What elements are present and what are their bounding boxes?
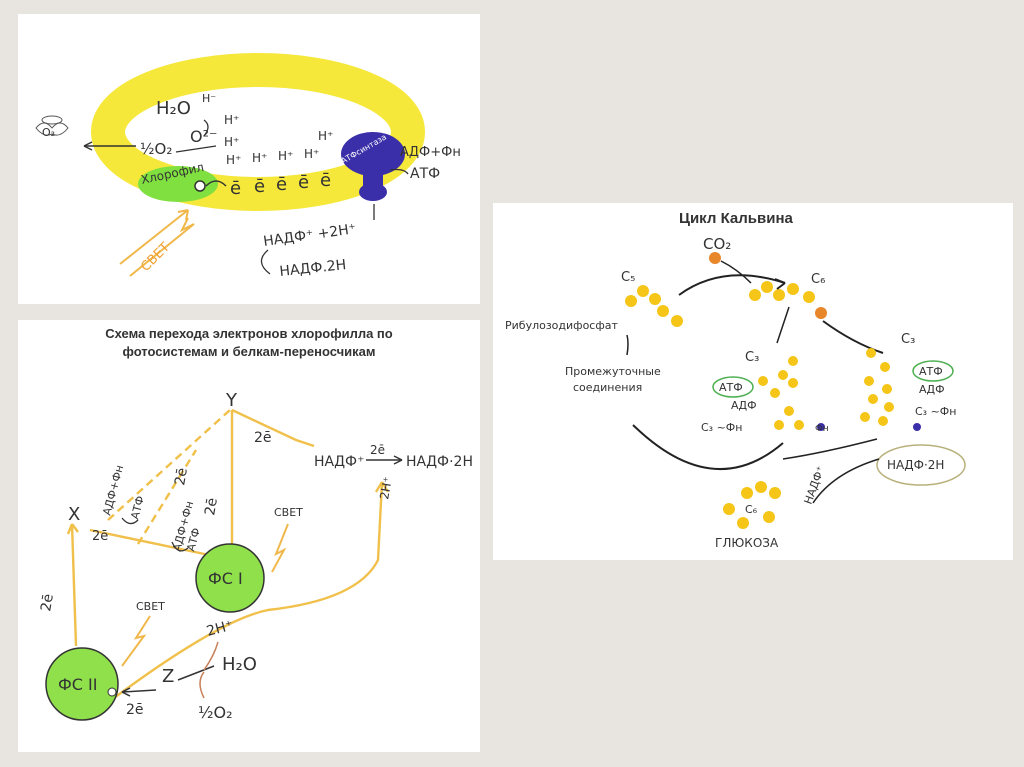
two-h-plus-bottom: 2H⁺ [205, 617, 235, 639]
electron-transfer-panel: Схема перехода электронов хлорофилла по … [18, 320, 480, 752]
c3-right-label: C₃ [901, 332, 915, 347]
h-plus-label-4: H⁺ [252, 151, 267, 165]
two-h-plus-right: 2H⁺ [377, 475, 395, 500]
h-plus-label-6: H⁺ [304, 147, 319, 161]
intermediate-label-2: соединения [573, 381, 642, 394]
two-e-mid: 2ē [172, 467, 191, 487]
glucose-molecules [723, 481, 781, 529]
c5-molecules [625, 285, 683, 327]
reaction-center [194, 180, 206, 192]
adf-left-label: АДФ [731, 399, 757, 412]
thylakoid-membrane [91, 53, 425, 211]
glucose-c6-label: C₆ [745, 503, 758, 516]
c5-label: C₅ [621, 270, 635, 285]
two-e-left: 2ē [38, 593, 57, 613]
atf-left-label: АТФ [719, 381, 743, 394]
transfer-title-line1: Схема перехода электронов хлорофилла по [105, 326, 393, 341]
ps2-circle [45, 647, 119, 721]
electron-4: ē [298, 172, 309, 193]
o2-left-label: O₂ [42, 126, 55, 139]
nadph-label: НАДФ·2H [406, 454, 473, 470]
z-label: Z [162, 666, 174, 687]
atf-right-oval [912, 360, 954, 382]
ps1-circle [195, 543, 265, 613]
electron-2: ē [254, 176, 265, 197]
transfer-title-line2: фотосистемам и белкам-переносчикам [122, 344, 375, 359]
c3-right-molecules [860, 348, 894, 426]
angel-oxygen-icon: O₂ [35, 115, 69, 139]
h-minus-label: H⁻ [202, 92, 216, 105]
electron-5: ē [320, 170, 331, 191]
two-e-top: 2ē [254, 430, 272, 446]
fn-left-label: Фн [815, 424, 829, 434]
two-e-x: 2ē [92, 529, 108, 544]
two-e-nadp: 2ē [370, 443, 385, 457]
adp-pn-left: АДФ+Фн [100, 464, 126, 517]
adf-right-label: АДФ [919, 383, 945, 396]
h-plus-label-7: H⁺ [318, 129, 333, 143]
thylakoid-diagram: Хлорофил АТФсинтаза H₂O H⁻ O²⁻ H⁺ H⁺ H⁺ … [35, 53, 461, 280]
atf-right-label: АТФ [919, 365, 943, 378]
y-label: Y [225, 390, 238, 411]
ps2-reaction-center [107, 687, 117, 697]
water-label: H₂O [222, 654, 257, 675]
h-plus-label-2: H⁺ [224, 135, 239, 149]
phosphate-left [817, 423, 825, 431]
atf-mid: АТФ [184, 527, 203, 553]
ps2-label: ФС II [58, 675, 97, 694]
o-minus-label: O²⁻ [190, 127, 217, 146]
c3-left-molecules [758, 356, 804, 430]
ribulose-label: Рибулозодифосфат [505, 319, 618, 332]
c6-molecules [749, 281, 827, 319]
calvin-diagram: Цикл Кальвина CO₂ C₅ C₆ Рибулозодифосфат… [505, 210, 966, 550]
ps1-label: ФС I [208, 569, 243, 588]
h-plus-label-5: H⁺ [278, 149, 293, 163]
two-e-right: 2ē [202, 497, 221, 517]
c3-pn-right-label: C₃ ~Фн [915, 405, 956, 418]
thylakoid-panel: Хлорофил АТФсинтаза H₂O H⁻ O²⁻ H⁺ H⁺ H⁺ … [18, 14, 480, 304]
water-label: H₂O [156, 98, 191, 119]
c3-pn-left-label: C₃ ~Фн [701, 421, 742, 434]
half-o2-label: ½O₂ [198, 703, 233, 722]
nadph-label: НАДФ·2H [887, 458, 944, 472]
c3-left-label: C₃ [745, 350, 759, 365]
co2-label: CO₂ [703, 235, 731, 253]
nadp-plus-label: НАДФ⁺ [802, 464, 828, 506]
calvin-panel: Цикл Кальвина CO₂ C₅ C₆ Рибулозодифосфат… [493, 203, 1013, 560]
h-plus-label-1: H⁺ [224, 113, 239, 127]
atp-label: АТФ [410, 166, 440, 182]
nadph-oval [876, 444, 966, 486]
phosphate-right [913, 423, 921, 431]
h-plus-label-3: H⁺ [226, 153, 241, 167]
electron-1: ē [230, 178, 241, 199]
atf-left: АТФ [128, 495, 147, 521]
two-e-ps2: 2ē [126, 702, 144, 718]
electron-transfer-diagram: Схема перехода электронов хлорофилла по … [38, 326, 473, 722]
electron-3: ē [276, 174, 287, 195]
light-label-bottom: СВЕТ [136, 600, 165, 613]
light-label-top: СВЕТ [274, 506, 303, 519]
chlorophyll-blob [138, 166, 218, 202]
nadp-plus-label: НАДФ⁺ +2H⁺ [262, 221, 357, 250]
nadp-plus-label: НАДФ⁺ [314, 454, 364, 470]
atf-left-oval [712, 376, 754, 398]
x-label: X [68, 504, 80, 525]
adp-pi-label: АДФ+Фн [400, 145, 461, 160]
calvin-title: Цикл Кальвина [679, 210, 793, 227]
intermediate-label-1: Промежуточные [565, 365, 661, 378]
glucose-label: ГЛЮКОЗА [715, 536, 779, 550]
c6-label: C₆ [811, 272, 825, 287]
half-o2-label: ½O₂ [140, 140, 172, 158]
nadph-label: НАДФ.2H [279, 257, 347, 280]
co2-molecule [709, 252, 721, 264]
